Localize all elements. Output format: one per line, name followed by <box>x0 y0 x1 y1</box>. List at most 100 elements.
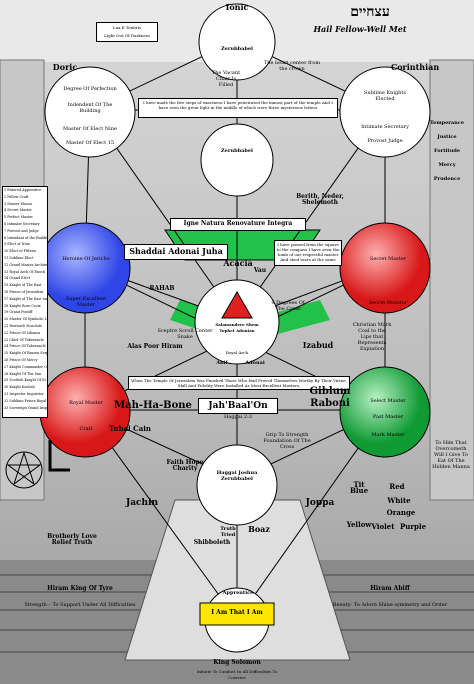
red-triangle <box>221 290 253 319</box>
nine-degrees: 9 Degrees Of The Cross <box>271 300 305 312</box>
lux-line2: Light Out Of Darkness <box>104 33 150 38</box>
virtue-prudence: Prudence <box>433 176 461 182</box>
color-blue: Tit Blue <box>349 480 369 495</box>
jahbalon-text: Jah'Baal'On <box>208 401 268 411</box>
degree-item: 5 Perfect Master <box>4 215 33 220</box>
hiram-tyre: Hiram King Of Tyre <box>47 585 113 592</box>
apprentice-label: Apprentice <box>222 590 254 596</box>
degree-item: 7 Provost and Judge <box>4 228 39 233</box>
degree-item: 2 Fellow Craft <box>4 194 29 199</box>
hail-fellow: Hail Fellow-Well Met <box>313 24 407 34</box>
giblum-label: Giblum <box>309 386 351 397</box>
color-orange: Orange <box>386 508 416 517</box>
lux-box: Lux E Tenbris Light Out Of Darkness <box>96 22 158 42</box>
when-text: When The Temple Of Jerusalem Was Finishe… <box>131 378 347 388</box>
footer-text: Infinite To Conduct In All Difficulties … <box>196 669 278 680</box>
rahab-label: RAHAB <box>149 285 175 292</box>
color-violet: Violet <box>371 522 395 531</box>
iam-label: I Am That I Am <box>211 609 263 616</box>
jahbalon-box: Jah'Baal'On <box>198 398 278 414</box>
igne-box: Igne Natura Renovature Integra <box>170 218 306 231</box>
heart-center: The heart center from the crown <box>263 60 321 72</box>
degree-item: 28 Knight Of The Sun <box>4 371 42 376</box>
joppa-label: Joppa <box>305 498 335 508</box>
ionic-sphere-label: Zerubbabel <box>221 46 253 52</box>
green-text-2: Past Master <box>372 414 404 420</box>
degree-item: 20 Master Of Symbolic Lodges <box>4 317 47 322</box>
compass-text: I have passed from the square to the com… <box>276 242 340 262</box>
haggai-joshua: Haggai Joshua Zerubbabel <box>216 470 258 482</box>
color-white: White <box>387 496 411 505</box>
five-steps-box: I have made the five steps of exactness … <box>138 98 338 118</box>
degree-item: 33 Sovereign Grand Inspector General <box>4 405 47 410</box>
blue-text-2: Super Excellent Master <box>65 296 107 308</box>
blue-text-1: Heroine Of Jericho <box>62 256 110 262</box>
ur-text-1: Sublime Knights Elected <box>364 90 406 102</box>
strength-text: Strength – To Support Under All Difficul… <box>24 602 136 608</box>
five-steps-text: I have made the five steps of exactness … <box>143 100 333 110</box>
hebrew-title: עצחיים <box>350 4 390 20</box>
right-pillar <box>429 59 474 501</box>
vau-label: Vau <box>253 267 267 274</box>
brotherly-love: Brotherly Love Relief Truth <box>47 533 97 546</box>
degree-item: 22 Prince Of Libanus <box>4 330 41 335</box>
compass-box: I have passed from the square to the com… <box>274 240 342 266</box>
degree-item: 27 Knight Commander Of The Temple <box>4 364 47 369</box>
degree-item: 9 Elect of Nine <box>4 242 30 247</box>
ul-text-1: Degree Of Perfection <box>63 86 117 92</box>
center-sphere <box>194 279 280 365</box>
truth-label: Truth Tried <box>220 526 236 538</box>
yellow-band <box>199 602 275 626</box>
left-red-sphere <box>39 366 131 458</box>
degree-item: 26 Prince Of Mercy <box>4 357 38 362</box>
tubal-label: Tubal Cain <box>108 424 152 433</box>
pentagram-icon <box>5 451 43 489</box>
haggai-ref: Haggai 2:3 <box>224 414 252 420</box>
virtue-justice: Justice <box>437 134 457 140</box>
crown-sphere <box>198 3 276 81</box>
red-text-2: Craft <box>79 426 93 432</box>
lux-line1: Lux E Tenbris <box>112 25 142 30</box>
right-red-sphere <box>339 222 431 314</box>
degree-item: 14 Grand Elect <box>4 276 31 281</box>
acacia-label: Acacia <box>223 258 253 268</box>
degree-item: 29 Scottish Knight Of St. Andrew <box>4 378 47 383</box>
rr-text-2: Secret Monitor <box>368 300 408 306</box>
green-text-1: Select Master <box>370 398 406 404</box>
sceptre-label: Sceptre Scroll Center Snake <box>157 328 213 340</box>
izabud-label: Izabud <box>302 340 334 350</box>
virtue-mercy: Mercy <box>438 162 456 168</box>
red-text-1: Royal Master <box>69 400 103 406</box>
degree-item: 15 Knight of The East <box>4 283 42 288</box>
degree-item: 4 Secret Master <box>4 208 32 213</box>
degree-item: 21 Patriarch Noachite <box>4 323 42 328</box>
hidden-sphere <box>200 123 274 197</box>
degree-item: 3 Master Mason <box>4 201 32 206</box>
degree-item: 19 Grand Pontiff <box>4 310 33 315</box>
degree-item: 32 Sublime Prince Royal Secret <box>4 398 47 403</box>
salamander-text: Salamandere Shem Tophet Adonian <box>215 322 259 333</box>
rr-text-1: Secret Master <box>369 256 407 262</box>
degree-item: 24 Prince Of Tabernacle <box>4 344 46 349</box>
abif-label: Abif <box>216 360 228 366</box>
upper-right-sphere <box>339 66 431 158</box>
corinthian-label: Corinthian <box>390 62 440 72</box>
ionic-label: Ionic <box>225 2 249 12</box>
ur-text-3: Provost Judge <box>367 138 403 144</box>
vacant-chair: The Vacant Chair Is Filled <box>211 70 241 88</box>
degree-item: 10 Elect of Fifteen <box>4 249 36 254</box>
shibboleth-label: Shibboleth <box>193 539 231 546</box>
color-yellow: Yellow <box>346 520 372 529</box>
ul-text-2: Indendent Of The Building <box>67 102 113 114</box>
berith-label: Berith, Neder, Shelemoth <box>296 193 344 206</box>
degree-item: 17 Knight of The East and West <box>4 296 47 301</box>
ur-text-2: Intimate Secretary <box>361 124 409 130</box>
upper-left-sphere <box>44 66 136 158</box>
ul-text-3: Master Of Elect Nine <box>63 126 117 132</box>
when-box: When The Temple Of Jerusalem Was Finishe… <box>128 376 350 390</box>
degree-item: 12 Grand Master Architect <box>4 262 47 267</box>
hiram-abiff: Hiram Abiff <box>370 585 410 592</box>
ul-text-4: Master Of Elect 15 <box>65 140 115 146</box>
doric-label: Doric <box>52 62 78 72</box>
